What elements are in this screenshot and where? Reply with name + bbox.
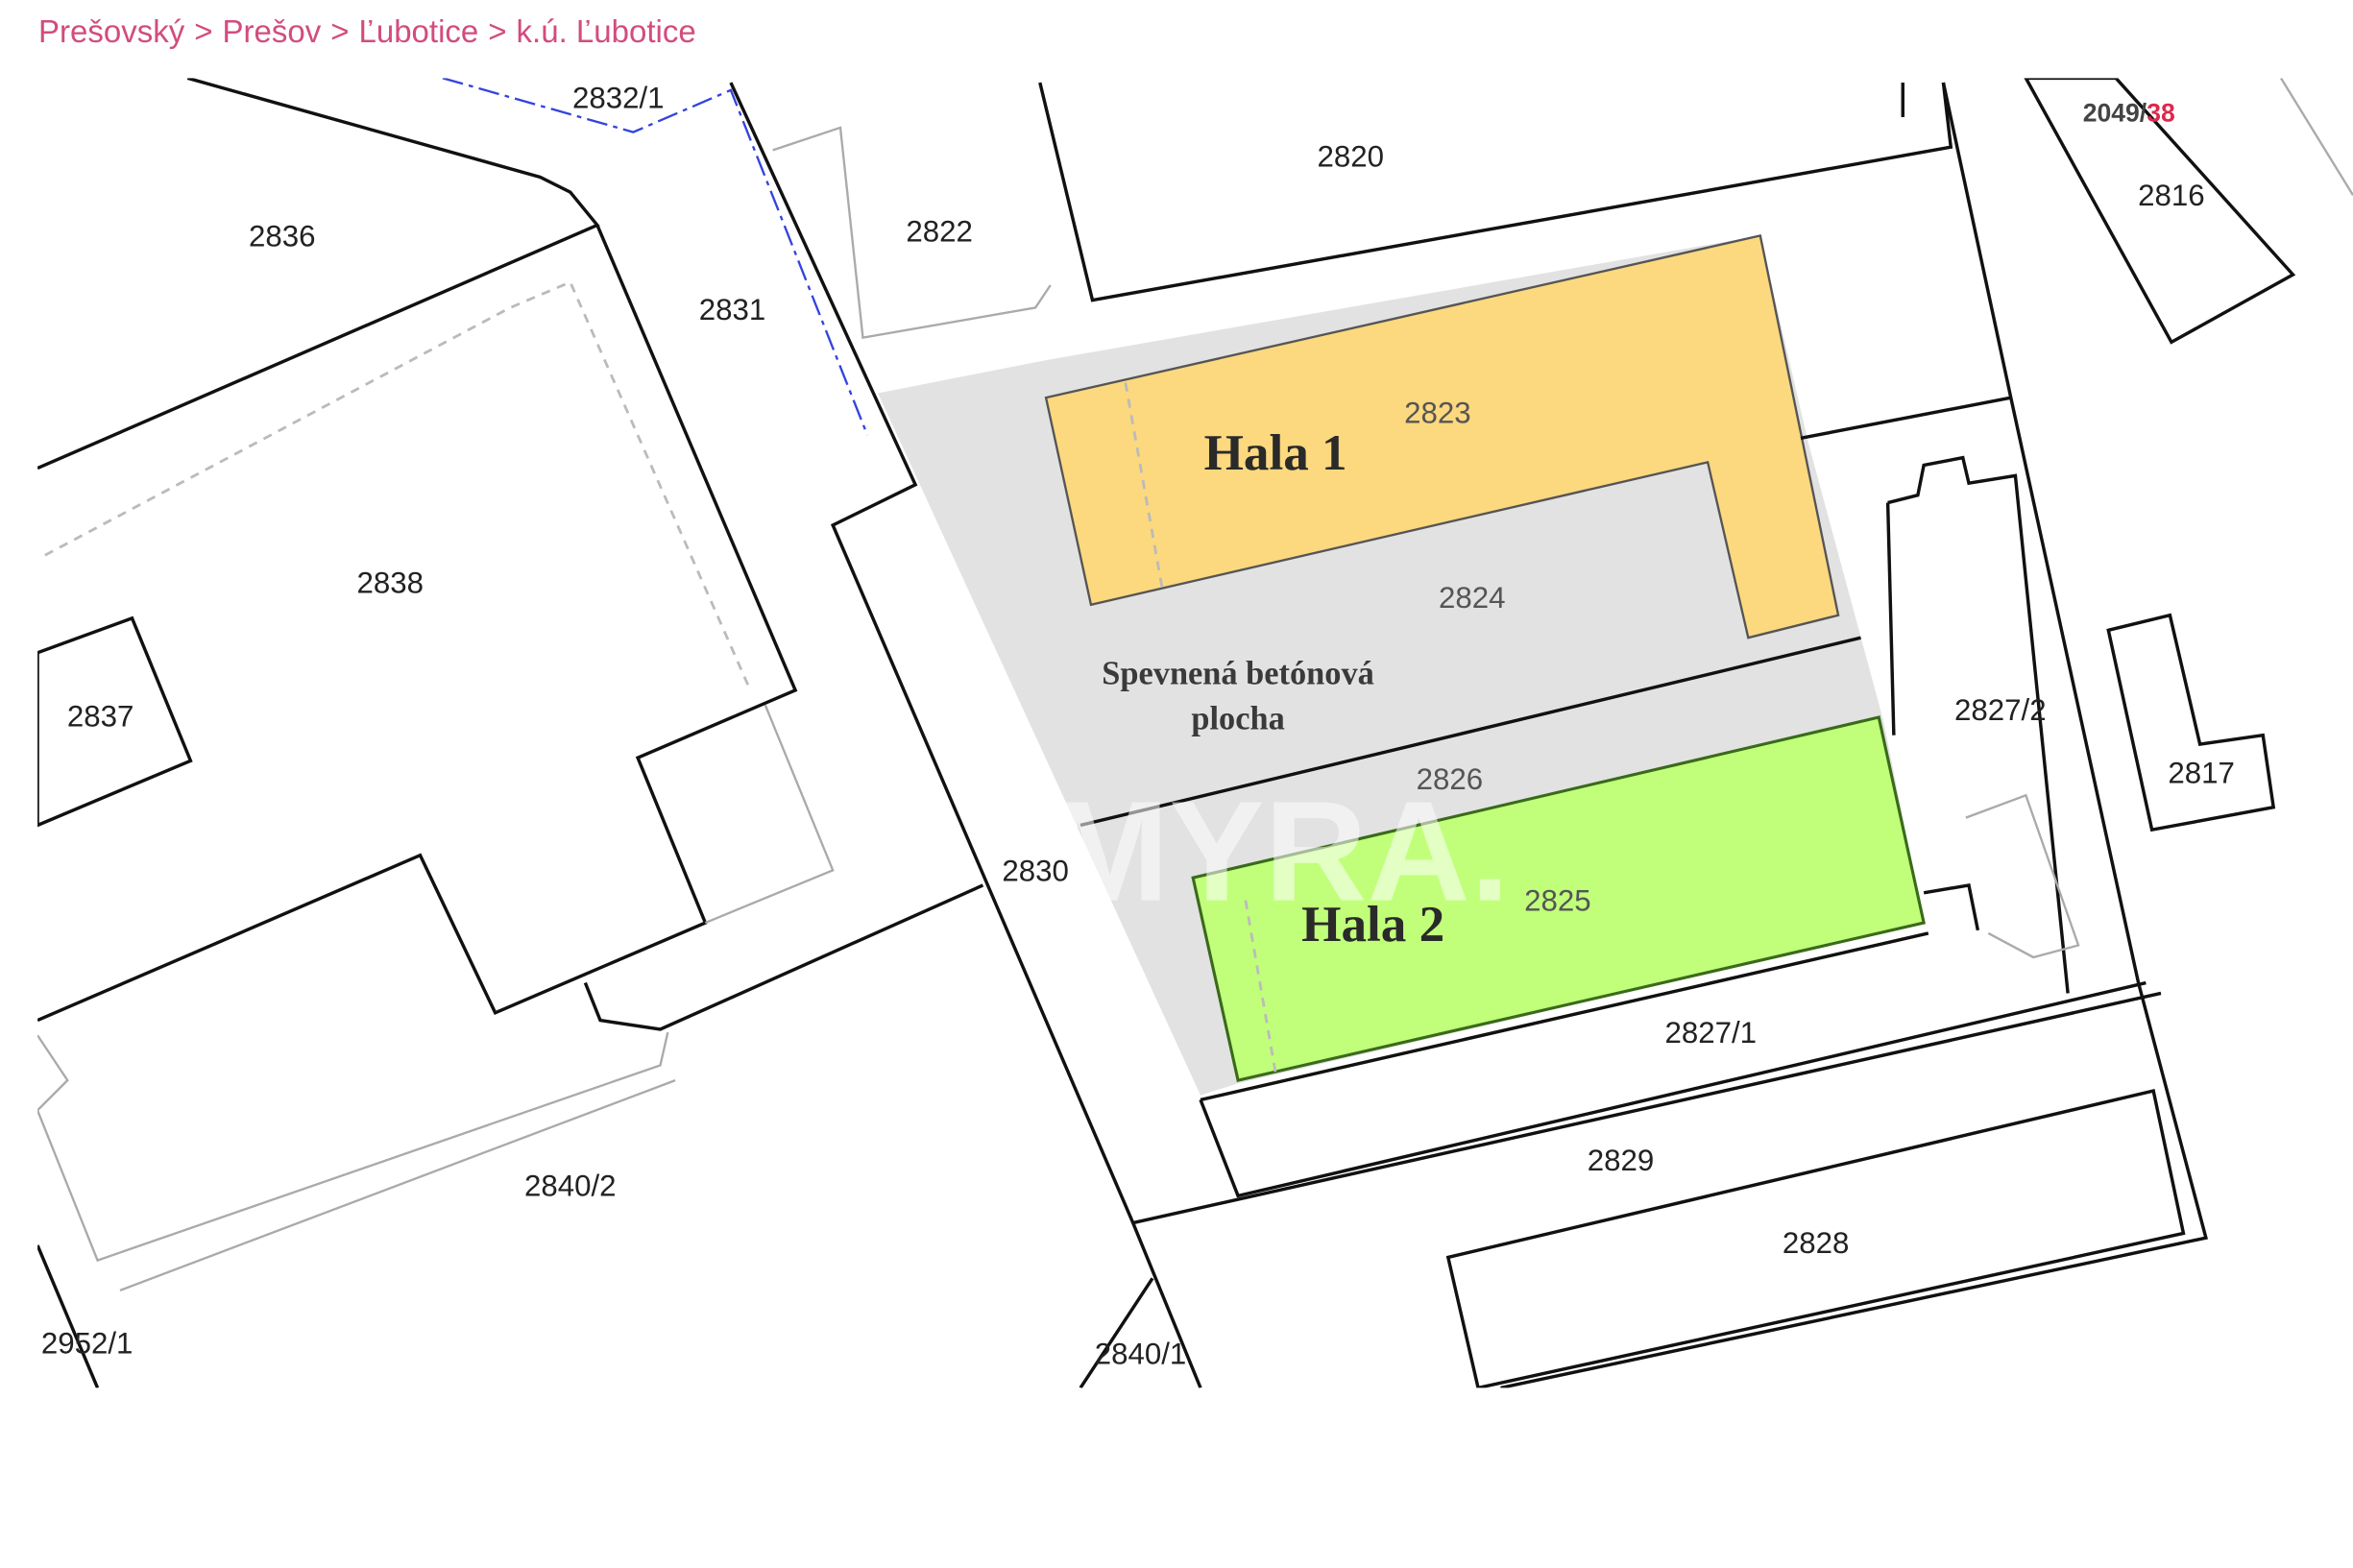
parcel-label-highlighted: 2049/38 <box>2083 99 2175 128</box>
parcel-label: 2840/2 <box>524 1169 617 1202</box>
breadcrumb-separator: > <box>330 13 350 49</box>
breadcrumb-district[interactable]: Prešov <box>222 13 322 49</box>
parcel-label: 2823 <box>1404 397 1471 430</box>
breadcrumb-cadastral-area: k.ú. Ľubotice <box>516 13 696 49</box>
hala2-area[interactable] <box>1191 715 1926 1082</box>
breadcrumb-region[interactable]: Prešovský <box>38 13 185 49</box>
hala1-label: Hala 1 <box>1204 425 1347 481</box>
parcel-label: 2820 <box>1317 140 1384 174</box>
parcel-boundaries <box>37 78 2353 1388</box>
breadcrumb-municipality[interactable]: Ľubotice <box>358 13 479 49</box>
hala2-label: Hala 2 <box>1301 897 1444 953</box>
hala1-area[interactable] <box>1044 233 1840 639</box>
parcel-label: 2828 <box>1783 1226 1850 1260</box>
parcel-label: 2832/1 <box>572 82 665 115</box>
breadcrumb-separator: > <box>488 13 507 49</box>
parcel-label: 2840/1 <box>1095 1337 1187 1370</box>
boundary-dashdot <box>442 78 869 436</box>
paved-area-label-line1: Spevnená betónová <box>1102 656 1374 692</box>
parcel-label: 2831 <box>699 293 766 326</box>
parcel-label: 2826 <box>1417 762 1484 796</box>
parcel-label: 2827/2 <box>1954 693 2047 727</box>
breadcrumb: Prešovský > Prešov > Ľubotice > k.ú. Ľub… <box>38 13 696 50</box>
parcel-label: 2836 <box>249 219 316 253</box>
paved-area-label-line2: plocha <box>1191 700 1284 736</box>
parcel-label: 2829 <box>1588 1144 1655 1177</box>
parcel-label: 2816 <box>2138 179 2205 212</box>
parcel-number: 2049/ <box>2083 99 2147 128</box>
watermark: MYRA. <box>1051 773 1510 931</box>
breadcrumb-separator: > <box>194 13 213 49</box>
parcel-label: 2830 <box>1002 854 1069 887</box>
parcel-label: 2838 <box>356 566 424 599</box>
parcel-label: 2825 <box>1524 884 1591 918</box>
parcel-label: 2827/1 <box>1664 1016 1757 1049</box>
parcel-label: 2822 <box>906 215 973 249</box>
parcel-label: 2837 <box>67 699 134 733</box>
parcel-label: 2817 <box>2168 757 2235 790</box>
parcel-subnumber: 38 <box>2147 99 2175 128</box>
parcel-label: 2824 <box>1439 581 1506 615</box>
parcel-label: 2952/1 <box>41 1326 133 1360</box>
